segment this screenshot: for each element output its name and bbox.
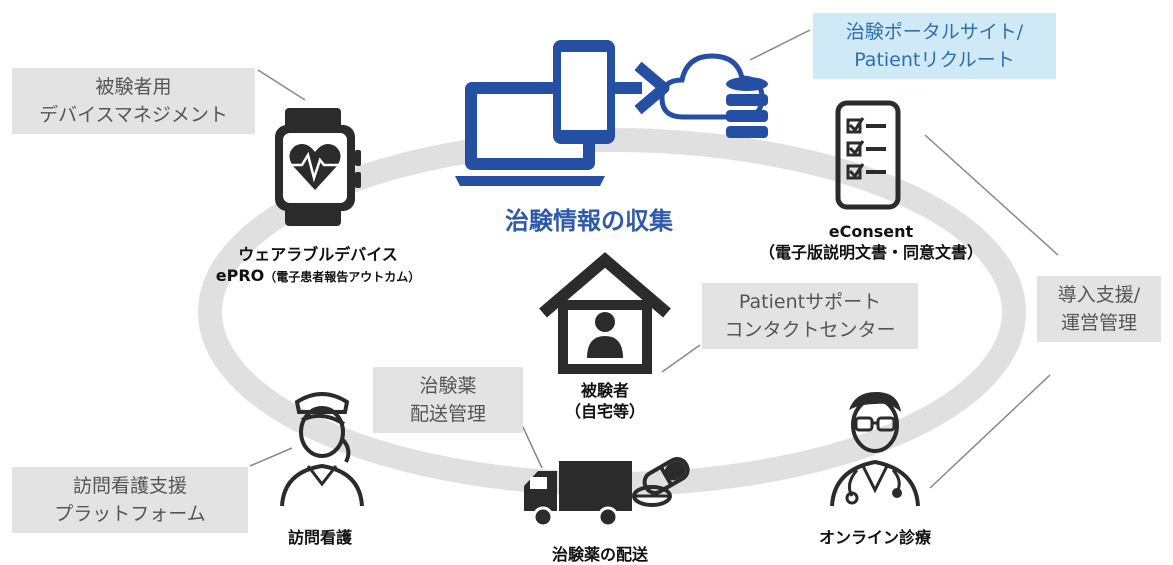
- subject-label-line1: 被験者: [580, 381, 629, 400]
- smartwatch-heart-icon: [275, 108, 361, 226]
- connector-portal: [749, 29, 811, 61]
- database-icon: [726, 77, 768, 138]
- smartphone-icon: [553, 40, 615, 144]
- device-mgmt-box: 被験者用 デバイスマネジメント: [12, 68, 255, 134]
- drug-delivery-mgmt-box: 治験薬 配送管理: [373, 367, 523, 433]
- online-medical-label: オンライン診療: [818, 528, 931, 547]
- connector-intro-support-top: [924, 134, 1059, 256]
- econsent-label: eConsent （電子版説明文書・同意文書）: [736, 221, 1006, 263]
- connector-device-mgmt: [257, 69, 306, 101]
- pills-icon: [632, 457, 690, 507]
- truck-icon: [524, 461, 632, 528]
- drug-delivery-mgmt-box-line1: 治験薬: [419, 375, 477, 397]
- intro-support-box: 導入支援/ 運営管理: [1037, 276, 1161, 342]
- drug-delivery-label: 治験薬の配送: [551, 545, 648, 564]
- device-mgmt-box-line1: 被験者用: [95, 76, 172, 98]
- wearable-label-line1: ウェアラブルデバイス: [238, 245, 398, 264]
- support-center-box-line2: コンタクトセンター: [724, 319, 896, 341]
- portal-box-line1: 治験ポータルサイト/: [845, 21, 1024, 43]
- portal-box: 治験ポータルサイト/ Patientリクルート: [813, 13, 1056, 79]
- wearable-label-line2: ePRO: [215, 266, 265, 285]
- doctor-icon: [830, 392, 920, 507]
- support-center-box: Patientサポート コンタクトセンター: [702, 283, 918, 349]
- wearable-label: ウェアラブルデバイス ePRO（電子患者報告アウトカム）: [198, 244, 438, 288]
- econsent-label-line1: eConsent: [828, 222, 914, 241]
- connector-drug-mgmt: [521, 424, 543, 469]
- subject-label: 被験者 （自宅等）: [555, 380, 655, 422]
- visit-platform-box: 訪問看護支援 プラットフォーム: [12, 467, 248, 533]
- drug-delivery-mgmt-box-line2: 配送管理: [409, 403, 486, 425]
- device-mgmt-box-line2: デバイスマネジメント: [39, 104, 228, 126]
- econsent-label-line2: （電子版説明文書・同意文書）: [758, 243, 983, 262]
- center-title: 治験情報の収集: [505, 207, 673, 235]
- portal-box-line2: Patientリクルート: [854, 49, 1015, 71]
- house-person-icon: [539, 252, 671, 374]
- connector-intro-support-bottom: [929, 374, 1051, 489]
- nurse-icon: [280, 392, 364, 507]
- connector-support-center: [661, 344, 701, 373]
- intro-support-box-line2: 運営管理: [1060, 312, 1137, 334]
- checklist-phone-icon: [835, 100, 901, 210]
- connector-visit-platform: [249, 447, 293, 467]
- visit-nursing-label: 訪問看護: [287, 528, 352, 547]
- support-center-box-line1: Patientサポート: [738, 291, 882, 313]
- visit-platform-box-line1: 訪問看護支援: [72, 475, 187, 497]
- intro-support-box-line1: 導入支援/: [1057, 284, 1141, 306]
- visit-platform-box-line2: プラットフォーム: [54, 503, 206, 525]
- wearable-label-line2-sub: （電子患者報告アウトカム）: [264, 270, 421, 284]
- arrow-right-icon: [612, 61, 670, 115]
- subject-label-line2: （自宅等）: [564, 402, 645, 421]
